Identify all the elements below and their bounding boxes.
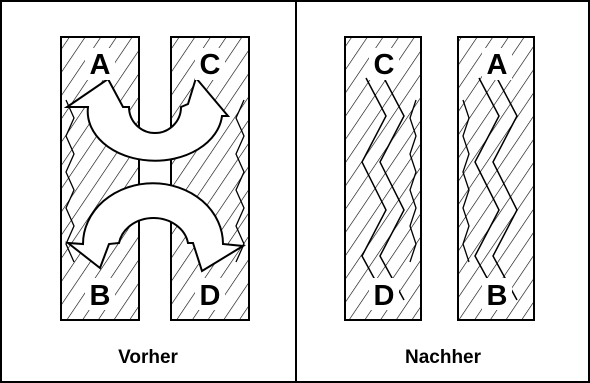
tire-before-right [170, 36, 250, 321]
caption-before: Vorher [118, 347, 178, 368]
label-before-bottom-right: D [200, 280, 221, 312]
label-after-top-right: A [487, 49, 508, 81]
tire-after-left [344, 36, 422, 321]
label-before-bottom-left: B [90, 280, 111, 312]
tire-before-left [60, 36, 140, 321]
panel-after [345, 37, 421, 320]
label-after-top-left: C [374, 49, 395, 81]
swap-arrow-bottom [64, 182, 247, 273]
swap-arrow-top [63, 75, 231, 162]
label-after-bottom-right: B [487, 280, 508, 312]
tire-after-right [457, 36, 535, 321]
caption-after: Nachher [404, 347, 482, 368]
label-before-top-left: A [90, 49, 111, 81]
label-before-top-right: C [200, 49, 221, 81]
label-after-bottom-left: D [374, 280, 395, 312]
